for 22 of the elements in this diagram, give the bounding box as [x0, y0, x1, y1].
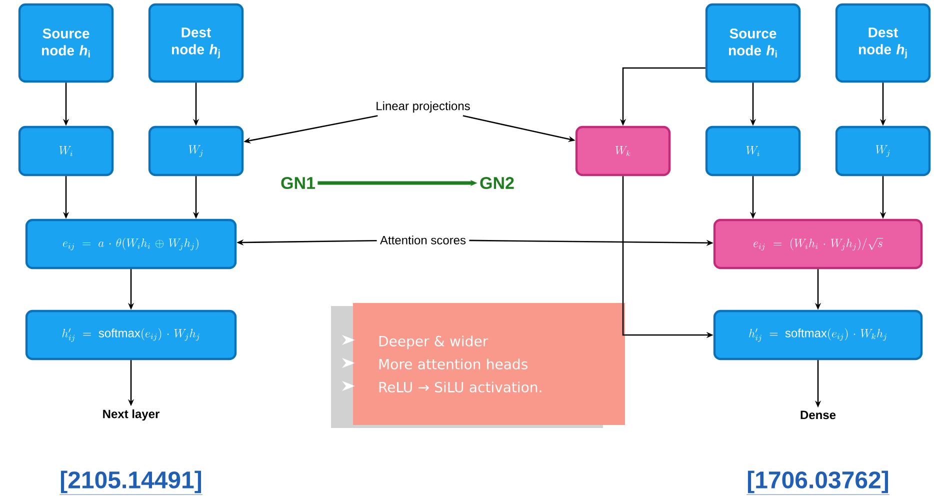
formula-box: $h'_{ij} = \mathrm{softmax}(e_{ij}) \cdot W_k h_j$ [713, 310, 923, 360]
process-box: Source node h$_{i}$ [705, 3, 801, 83]
text-label: Linear projections [376, 101, 470, 113]
weight-box: $W_i$ [18, 126, 114, 176]
citation-link: [1706.03762] [746, 470, 890, 495]
citation-link: [2105.14491] [59, 470, 203, 495]
formula-box: $h'_{ij} = \mathrm{softmax}(e_{ij}) \cdot W_j h_j$ [25, 310, 237, 360]
process-box: Dest node h$_{j}$ [835, 3, 931, 83]
process-box: Dest node h$_{j}$ [148, 3, 244, 83]
weight-box: $W_j$ [835, 126, 931, 176]
formula-box: $e_{ij} = a \cdot \theta(W_i h_i \oplus W_j h_j)$ [25, 218, 237, 270]
text-label: Attention scores [380, 236, 466, 244]
weight-box: $W_k$ [575, 126, 671, 176]
text-label: Dense [800, 410, 836, 420]
note-box: Deeper & wider More attention heads ReLU → SiLU activation. [353, 303, 625, 425]
text-label: GN2 [480, 176, 514, 190]
formula-box: $e_{ij} = (W_i h_i \cdot W_j h_j)/\sqrt{s}$ [713, 218, 923, 270]
weight-box: $W_j$ [148, 126, 244, 176]
weight-box: $W_i$ [705, 126, 801, 176]
text-label: GN1 [281, 176, 316, 190]
process-box: Source node h$_{i}$ [18, 3, 114, 83]
text-label: Next layer [103, 409, 160, 421]
